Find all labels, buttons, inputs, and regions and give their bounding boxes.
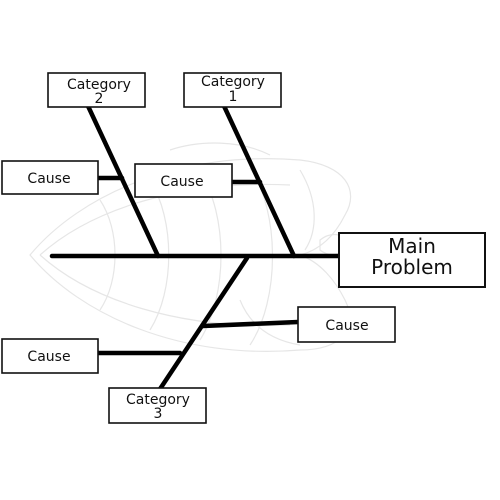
category-3-box: Category 3 (108, 387, 207, 424)
category-2-box: Category 2 (47, 72, 146, 108)
cause-box-left-bottom: Cause (1, 338, 99, 374)
main-problem-label-line2: Problem (371, 255, 453, 279)
category-3-label-line1: Category (126, 392, 190, 408)
category-3-label-line2: 3 (154, 406, 163, 422)
sub-bone-cause-right (200, 319, 301, 329)
cause-box-left-top: Cause (1, 160, 99, 195)
category-1-box: Category 1 (183, 72, 282, 108)
category-2-label-line2: 2 (95, 91, 104, 107)
main-problem-box: Main Problem (338, 232, 486, 288)
cause-label: Cause (27, 171, 70, 187)
cause-box-right: Cause (297, 306, 396, 343)
cause-label: Cause (325, 318, 368, 334)
category-1-label-line2: 1 (229, 89, 238, 105)
main-problem-label-line1: Main (388, 234, 436, 258)
cause-label: Cause (160, 174, 203, 190)
fishbone-lines (49, 103, 341, 392)
category-2-label-line1: Category (67, 77, 131, 93)
category-1-label-line1: Category (201, 74, 265, 90)
bone-category-3 (157, 255, 250, 392)
cause-box-middle-top: Cause (134, 163, 233, 198)
bone-category-2 (85, 103, 161, 259)
cause-label: Cause (27, 349, 70, 365)
